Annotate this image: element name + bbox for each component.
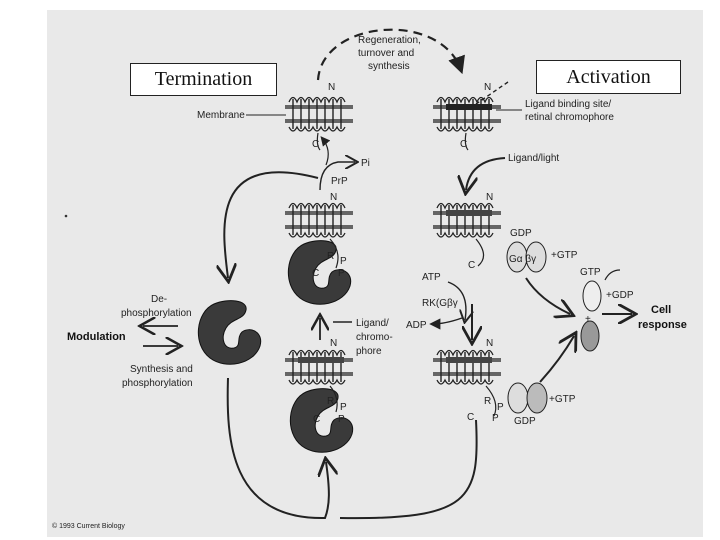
n-label-1: N — [328, 82, 335, 93]
regeneration-label-2: turnover and — [358, 48, 414, 59]
n-label-4: N — [486, 192, 493, 203]
plus-gtp-top-label: +GTP — [551, 250, 578, 261]
ligand-chromo-label-1: Ligand/ — [356, 318, 389, 329]
retinal-chromophore — [446, 104, 492, 110]
cell-response-label-1: Cell — [651, 304, 671, 316]
regeneration-label-3: synthesis — [368, 61, 410, 72]
receptor-resting — [284, 96, 354, 132]
regeneration-arrow — [316, 28, 465, 81]
ligand-site-label-2: retinal chromophore — [525, 112, 614, 123]
gtp-right-label: GTP — [580, 267, 601, 278]
n-label-3: N — [330, 192, 337, 203]
n-label-6: N — [486, 338, 493, 349]
g-alpha-gtp-subunit — [582, 280, 602, 312]
p-label-4: P — [338, 414, 345, 425]
receptor-arrestin-bound — [284, 349, 354, 385]
g-alpha-subunit-bottom — [507, 382, 529, 414]
n-label-2: N — [484, 82, 491, 93]
c-label-4: C — [468, 260, 475, 271]
g-betagamma-free-subunit — [580, 320, 600, 352]
receptor-phosphorylated — [284, 202, 354, 238]
receptor-ligand-bound — [432, 96, 502, 132]
kinase-blob-modulation — [197, 300, 262, 365]
ligand-light-arrow — [466, 157, 506, 190]
prp-label: PrP — [331, 176, 348, 187]
c-label-5: C — [313, 414, 320, 425]
p-label-1: P — [340, 256, 347, 267]
rk-label: RK(Gβγ — [422, 298, 458, 309]
dephos-label-2: phosphorylation — [121, 308, 192, 319]
scanned-figure-background — [47, 10, 703, 537]
pi-release-arrow — [319, 162, 355, 191]
regeneration-label-1: Regeneration, — [358, 35, 421, 46]
g-alpha-betagamma-label: Gα βγ — [509, 254, 536, 265]
p-label-2: P — [338, 268, 345, 279]
p-label-3: P — [340, 402, 347, 413]
c-label-3: C — [312, 268, 319, 279]
termination-title: Termination — [154, 68, 253, 90]
g-betagamma-subunit-bottom — [526, 382, 548, 414]
r-label-3: R — [484, 396, 491, 407]
r-label-2: R — [327, 396, 334, 407]
gdp-top-label: GDP — [510, 228, 532, 239]
atp-arrow — [447, 281, 466, 320]
r-label-1: R — [327, 251, 334, 262]
ligand-chromo-label-3: phore — [356, 346, 382, 357]
adp-label: ADP — [406, 320, 427, 331]
gdp-bottom-label: GDP — [514, 416, 536, 427]
plus-gdp-label: +GDP — [606, 290, 634, 301]
g-betagamma-subunit-top — [525, 241, 547, 273]
bottom-return-arrow-left — [226, 377, 329, 520]
receptor-active — [432, 202, 502, 238]
ligand-chromo-label-2: chromo- — [356, 332, 393, 343]
bottom-return-arrow-right — [339, 419, 478, 520]
c-label-1: C — [312, 139, 319, 150]
dephos-label-1: De- — [151, 294, 167, 305]
atp-label: ATP — [422, 272, 441, 283]
p-label-6: P — [492, 413, 499, 424]
ligand-light-label: Ligand/light — [508, 153, 559, 164]
pi-label: Pi — [361, 158, 370, 169]
activation-title: Activation — [566, 65, 651, 88]
c-label-6: C — [467, 412, 474, 423]
membrane-label: Membrane — [197, 110, 245, 121]
synth-phos-label-2: phosphorylation — [122, 378, 193, 389]
termination-title-box: Termination — [130, 63, 277, 96]
p-label-5: P — [497, 402, 504, 413]
n-label-5: N — [330, 338, 337, 349]
plus-gtp-bottom-label: +GTP — [549, 394, 576, 405]
modulation-label: Modulation — [67, 331, 126, 343]
activation-title-box: Activation — [536, 60, 681, 94]
c-label-2: C — [460, 139, 467, 150]
receptor-gprotein-bound — [432, 349, 502, 385]
termination-return-arrow — [224, 171, 319, 278]
synth-phos-label-1: Synthesis and — [130, 364, 193, 375]
plus-sign-label: + — [585, 314, 591, 325]
copyright-label: © 1993 Current Biology — [52, 522, 125, 530]
ligand-site-label-1: Ligand binding site/ — [525, 99, 611, 110]
adp-arrow — [429, 317, 463, 330]
cell-response-label-2: response — [638, 319, 687, 331]
